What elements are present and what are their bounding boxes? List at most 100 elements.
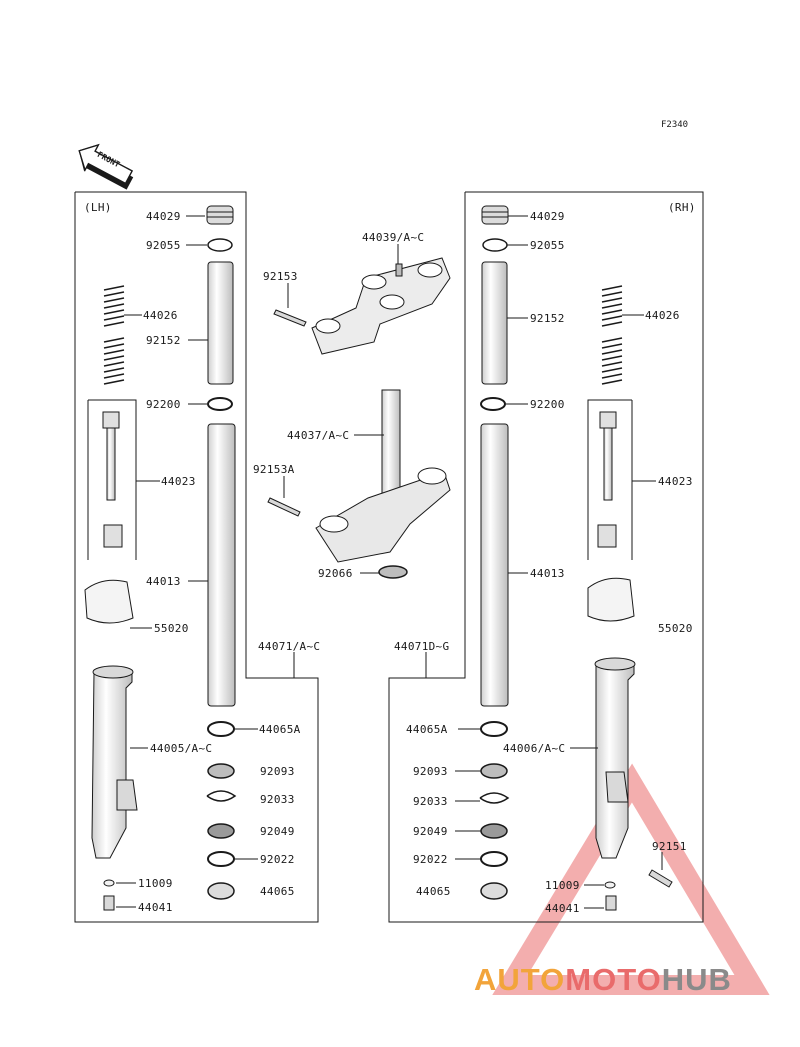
- label-lh-44041: 44041: [138, 901, 173, 914]
- rh-spacer-pipe-icon: [481, 261, 508, 385]
- rh-oring-icon: [482, 238, 508, 252]
- label-rh-92033: 92033: [413, 795, 448, 808]
- lh-circlip-icon: [206, 790, 237, 802]
- label-lh-44023: 44023: [161, 475, 196, 488]
- upper-triple-clamp-icon: [311, 257, 451, 355]
- steering-stem-icon: [315, 389, 451, 563]
- rh-group-bracket: [587, 399, 632, 560]
- lh-bolt-icon: [103, 895, 115, 911]
- rh-gasket-icon: [604, 881, 616, 889]
- lh-group-bracket: [88, 399, 137, 560]
- lh-spacer-pipe-icon: [207, 261, 234, 385]
- label-lh-92093: 92093: [260, 765, 295, 778]
- label-rh-44026: 44026: [645, 309, 680, 322]
- rh-side-label: (RH): [668, 201, 696, 214]
- center-leaders: [283, 244, 399, 574]
- label-lh-92022: 92022: [260, 853, 295, 866]
- label-rh-92055: 92055: [530, 239, 565, 252]
- label-rh-92152: 92152: [530, 312, 565, 325]
- label-44039: 44039/A~C: [362, 231, 425, 244]
- bolt-92153a-icon: [267, 497, 301, 517]
- label-lh-92152: 92152: [146, 334, 181, 347]
- label-lh-92033: 92033: [260, 793, 295, 806]
- seal-92066-icon: [378, 565, 408, 579]
- rh-fork-guard-icon: [587, 577, 635, 622]
- label-rh-92151: 92151: [652, 840, 687, 853]
- rh-washer-icon: [480, 397, 506, 411]
- label-rh-92093: 92093: [413, 765, 448, 778]
- rh-panel-border: [388, 191, 704, 923]
- rh-outer-tube-icon: [594, 657, 636, 859]
- label-lh-44013: 44013: [146, 575, 181, 588]
- label-lh-44029: 44029: [146, 210, 181, 223]
- label-lh-55020: 55020: [154, 622, 189, 635]
- label-lh-44026: 44026: [143, 309, 178, 322]
- label-lh-11009: 11009: [138, 877, 173, 890]
- lh-panel-border: [74, 191, 319, 923]
- rh-dust-seal-icon: [480, 851, 508, 867]
- label-92153a: 92153A: [253, 463, 295, 476]
- lh-leaders: [116, 215, 258, 908]
- panel-borders: [74, 191, 704, 923]
- label-rh-44065a: 44065A: [406, 723, 448, 736]
- label-rh-44023: 44023: [658, 475, 693, 488]
- lh-dust-seal-icon: [207, 851, 235, 867]
- rh-circlip-icon: [479, 792, 510, 804]
- watermark-part-hub: HUB: [661, 962, 732, 997]
- rh-oil-seal-icon: [480, 823, 508, 839]
- center-parts: [267, 257, 451, 579]
- lh-inner-tube-icon: [207, 423, 236, 707]
- lh-oil-seal-icon: [207, 823, 235, 839]
- lh-spring-icon: [103, 285, 125, 385]
- lh-fork-guard-icon: [84, 579, 134, 624]
- lh-washer-icon: [207, 397, 233, 411]
- label-rh-44041: 44041: [545, 902, 580, 915]
- label-44037: 44037/A~C: [287, 429, 350, 442]
- lh-side-label: (LH): [84, 201, 112, 214]
- rh-bushing-44065a-icon: [480, 721, 508, 737]
- label-lh-44065a: 44065A: [259, 723, 301, 736]
- label-rh-11009: 11009: [545, 879, 580, 892]
- rh-leaders: [455, 215, 663, 909]
- lh-gasket-icon: [103, 879, 115, 887]
- label-lh-44071: 44071/A~C: [258, 640, 321, 653]
- label-rh-55020: 55020: [658, 622, 693, 635]
- label-rh-44065: 44065: [416, 885, 451, 898]
- lh-outer-tube-icon: [91, 665, 138, 859]
- diagram-code: F2340: [661, 120, 689, 130]
- lh-parts: [84, 205, 237, 911]
- label-lh-92055: 92055: [146, 239, 181, 252]
- watermark-part-moto: MOTO: [565, 962, 662, 997]
- rh-fork-cap-icon: [481, 205, 509, 225]
- label-92153: 92153: [263, 270, 298, 283]
- label-lh-44065: 44065: [260, 885, 295, 898]
- label-rh-44006: 44006/A~C: [503, 742, 566, 755]
- watermark-part-auto: AUTO: [474, 962, 566, 997]
- lh-damper-rod-icon: [102, 411, 123, 548]
- lh-oring-icon: [207, 238, 233, 252]
- rh-spring-icon: [601, 285, 623, 385]
- rh-inner-tube-icon: [480, 423, 509, 707]
- lh-bushing-44065a-icon: [207, 721, 235, 737]
- label-92066: 92066: [318, 567, 353, 580]
- rh-washer-92093-icon: [480, 763, 508, 779]
- label-rh-92049: 92049: [413, 825, 448, 838]
- label-rh-44029: 44029: [530, 210, 565, 223]
- lh-fork-cap-icon: [206, 205, 234, 225]
- watermark-logo: AUTOMOTOHUB: [474, 962, 732, 998]
- rh-parts: [479, 205, 673, 911]
- front-arrow-icon: [78, 143, 134, 190]
- label-rh-44071: 44071D~G: [394, 640, 450, 653]
- label-lh-92200: 92200: [146, 398, 181, 411]
- rh-bushing-44065-icon: [480, 882, 508, 900]
- lh-bushing-44065-icon: [207, 882, 235, 900]
- label-rh-92022: 92022: [413, 853, 448, 866]
- rh-damper-rod-icon: [597, 411, 617, 548]
- rh-axle-bolt-icon: [648, 869, 673, 888]
- label-rh-92200: 92200: [530, 398, 565, 411]
- watermark-triangle: [492, 763, 770, 995]
- label-lh-92049: 92049: [260, 825, 295, 838]
- bolt-92153-icon: [273, 309, 307, 327]
